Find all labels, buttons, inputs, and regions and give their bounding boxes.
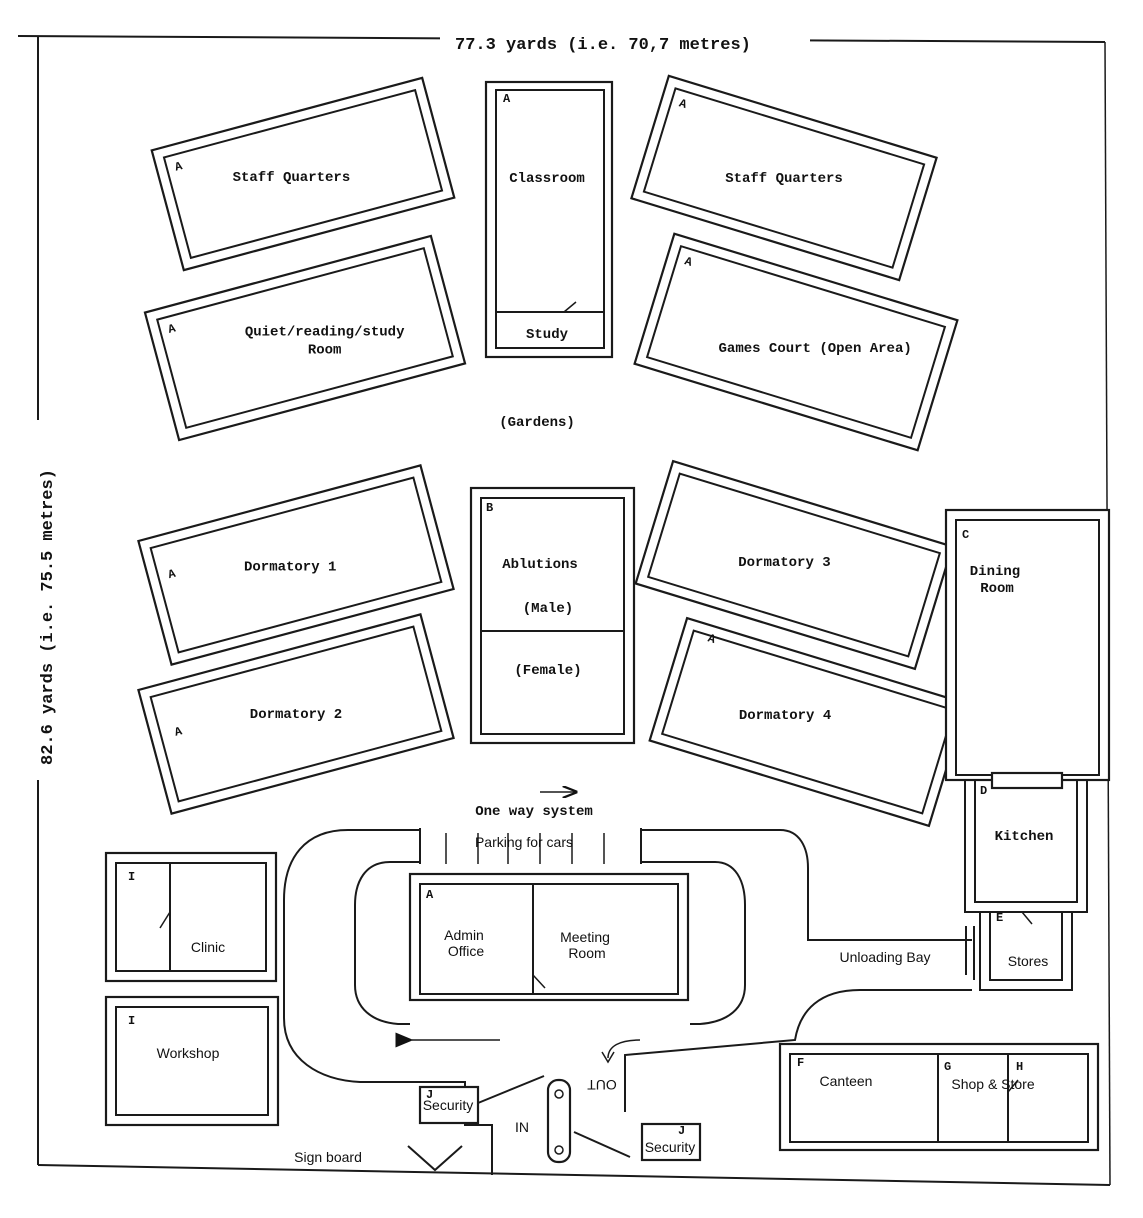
building-admin-meeting: A Admin Office Meeting Room (408, 872, 690, 1002)
shop-name: Shop & Store (951, 1076, 1034, 1092)
canteen-letter: F (797, 1056, 804, 1070)
study-label: Study (526, 327, 569, 343)
building-games-court: A Games Court (Open Area) (633, 232, 959, 452)
kitchen-name: Kitchen (995, 829, 1054, 845)
main-gate: IN OUT (477, 1075, 631, 1164)
width-dimension-label: 77.3 yards (i.e. 70,7 metres) (455, 36, 751, 55)
building-letter: I (128, 1014, 135, 1028)
building-name: Staff Quarters (725, 171, 843, 187)
building-letter: J (426, 1088, 433, 1102)
building-classroom: A Classroom Study (484, 80, 614, 359)
unloading-bay-label: Unloading Bay (839, 949, 930, 965)
building-name: Ablutions (502, 557, 578, 573)
building-letter: A (706, 631, 718, 647)
building-security-left: J Security (418, 1085, 480, 1125)
building-name: Clinic (191, 939, 225, 955)
building-name-line2: Room (308, 342, 342, 358)
building-letter: A (503, 92, 511, 106)
building-workshop: I Workshop (104, 995, 280, 1127)
building-name: Classroom (509, 171, 585, 187)
building-letter: A (166, 321, 177, 337)
building-name: Staff Quarters (233, 170, 351, 186)
building-dormitory-2: A Dormatory 2 (137, 613, 455, 815)
building-ablutions: B Ablutions (Male) (Female) (469, 486, 636, 745)
gate-out-label: OUT (587, 1077, 617, 1093)
building-name: Security (645, 1139, 696, 1155)
building-letter: A (167, 567, 178, 583)
building-canteen-shop: F Canteen G H Shop & Store (778, 1042, 1100, 1152)
height-dimension-label: 82.6 yards (i.e. 75.5 metres) (39, 469, 58, 765)
stores-name: Stores (1008, 953, 1048, 969)
height-dimension: 82.6 yards (i.e. 75.5 metres) (30, 420, 58, 780)
one-way-label: One way system (475, 804, 593, 820)
building-name: Security (423, 1097, 474, 1113)
dining-name-line1: Dining (970, 564, 1020, 580)
kitchen-letter: D (980, 784, 987, 798)
shop-letter: G (944, 1060, 951, 1074)
building-letter: A (173, 159, 184, 175)
building-quiet-room: A Quiet/reading/study Room (143, 234, 467, 442)
building-name: Games Court (Open Area) (719, 341, 912, 357)
width-dimension: 77.3 yards (i.e. 70,7 metres) (440, 30, 810, 55)
building-dormitory-1: A Dormatory 1 (137, 464, 455, 666)
parking-for-cars: Parking for cars (419, 828, 642, 864)
building-dining-kitchen-stores: C Dining Room D Kitchen E Stores (944, 508, 1111, 991)
male-label: (Male) (523, 601, 573, 617)
building-security-right: J Security (640, 1122, 702, 1162)
dining-letter: C (962, 528, 969, 542)
building-name: Workshop (157, 1045, 220, 1061)
building-staff-quarters-right: A Staff Quarters (630, 74, 938, 282)
meeting-room-line1: Meeting (560, 929, 610, 945)
admin-office-line1: Admin (444, 927, 484, 943)
building-staff-quarters-left: A Staff Quarters (150, 76, 456, 272)
admin-office-line2: Office (448, 943, 485, 959)
building-letter: J (678, 1124, 685, 1138)
stores-letter: E (996, 911, 1003, 925)
shop-h-letter: H (1016, 1060, 1023, 1074)
gate-in-label: IN (515, 1119, 529, 1135)
building-dormitory-3: Dormatory 3 (634, 459, 954, 671)
building-clinic: I Clinic (104, 851, 278, 983)
canteen-name: Canteen (820, 1073, 873, 1089)
gardens-label: (Gardens) (499, 415, 575, 431)
building-letter: B (486, 501, 493, 515)
meeting-room-line2: Room (568, 945, 605, 961)
building-dormitory-4: A Dormatory 4 (648, 616, 968, 828)
building-name-line1: Quiet/reading/study (245, 324, 405, 340)
sign-board: Sign board (294, 1145, 463, 1172)
female-label: (Female) (514, 663, 581, 679)
building-name: Dormatory 1 (244, 560, 336, 576)
building-letter: I (128, 870, 135, 884)
building-letter: A (683, 254, 695, 270)
building-name: Dormatory 4 (739, 708, 831, 724)
road-one-way-system: One way system Unloading Bay (283, 792, 975, 1175)
building-name: Dormatory 3 (738, 555, 830, 571)
building-letter: A (677, 96, 689, 112)
building-name: Dormatory 2 (250, 707, 342, 723)
building-letter: A (426, 888, 434, 902)
parking-label: Parking for cars (475, 834, 573, 850)
sign-board-label: Sign board (294, 1149, 362, 1165)
building-letter: A (173, 724, 184, 740)
dining-name-line2: Room (980, 581, 1014, 597)
